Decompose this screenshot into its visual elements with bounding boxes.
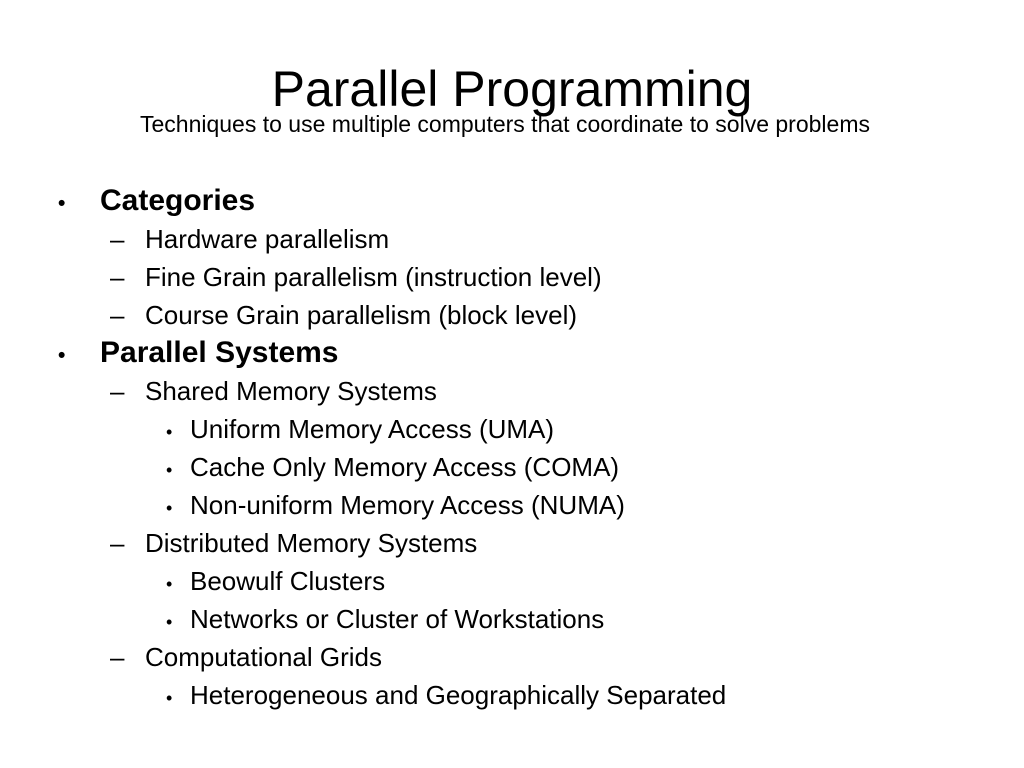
bullet-marker-icon: • (166, 612, 173, 632)
outline-item-label: Course Grain parallelism (block level) (145, 300, 578, 330)
outline-list: •Categories–Hardware parallelism–Fine Gr… (0, 182, 1024, 714)
outline-item-level1: • Categories (0, 182, 1024, 220)
outline-item-level2: –Fine Grain parallelism (instruction lev… (0, 258, 1024, 296)
dash-marker-icon: – (110, 224, 125, 254)
outline-item-label: Hardware parallelism (145, 224, 390, 254)
outline-item-label: Categories (100, 184, 256, 217)
bullet-marker-icon: • (58, 344, 66, 367)
outline-item-level3: • Beowulf Clusters (0, 562, 1024, 600)
outline-item-label: Beowulf Clusters (190, 566, 386, 596)
bullet-marker-icon: • (166, 498, 173, 518)
outline-item-level3: • Uniform Memory Access (UMA) (0, 410, 1024, 448)
outline-item-level2: –Hardware parallelism (0, 220, 1024, 258)
dash-marker-icon: – (110, 376, 125, 406)
outline-item-level3: • Cache Only Memory Access (COMA) (0, 448, 1024, 486)
outline-item-level2: –Computational Grids (0, 638, 1024, 676)
bullet-marker-icon: • (166, 688, 173, 708)
outline-item-label: Networks or Cluster of Workstations (190, 604, 605, 634)
outline-item-level2: –Course Grain parallelism (block level) (0, 296, 1024, 334)
page-title: Parallel Programming (271, 60, 753, 117)
outline-item-label: Parallel Systems (100, 336, 339, 369)
bullet-marker-icon: • (166, 422, 173, 442)
outline-item-label: Uniform Memory Access (UMA) (190, 414, 555, 444)
bullet-marker-icon: • (58, 192, 66, 215)
outline-item-label: Shared Memory Systems (145, 376, 437, 406)
dash-marker-icon: – (110, 528, 125, 558)
outline-item-label: Heterogeneous and Geographically Separat… (190, 680, 727, 710)
dash-marker-icon: – (110, 300, 125, 330)
outline-item-level2: –Distributed Memory Systems (0, 524, 1024, 562)
page-subtitle: Techniques to use multiple computers tha… (139, 111, 870, 137)
outline-item-level3: • Networks or Cluster of Workstations (0, 600, 1024, 638)
outline-item-label: Fine Grain parallelism (instruction leve… (145, 262, 602, 292)
dash-marker-icon: – (110, 642, 125, 672)
outline-item-level3: • Heterogeneous and Geographically Separa… (0, 676, 1024, 714)
outline-item-level1: • Parallel Systems (0, 334, 1024, 372)
outline-item-level2: –Shared Memory Systems (0, 372, 1024, 410)
outline-item-level3: • Non-uniform Memory Access (NUMA) (0, 486, 1024, 524)
outline-item-label: Cache Only Memory Access (COMA) (190, 452, 620, 482)
dash-marker-icon: – (110, 262, 125, 292)
outline-item-label: Distributed Memory Systems (145, 528, 478, 558)
outline-item-label: Non-uniform Memory Access (NUMA) (190, 490, 625, 520)
bullet-marker-icon: • (166, 574, 173, 594)
bullet-marker-icon: • (166, 460, 173, 480)
outline-item-label: Computational Grids (145, 642, 382, 672)
